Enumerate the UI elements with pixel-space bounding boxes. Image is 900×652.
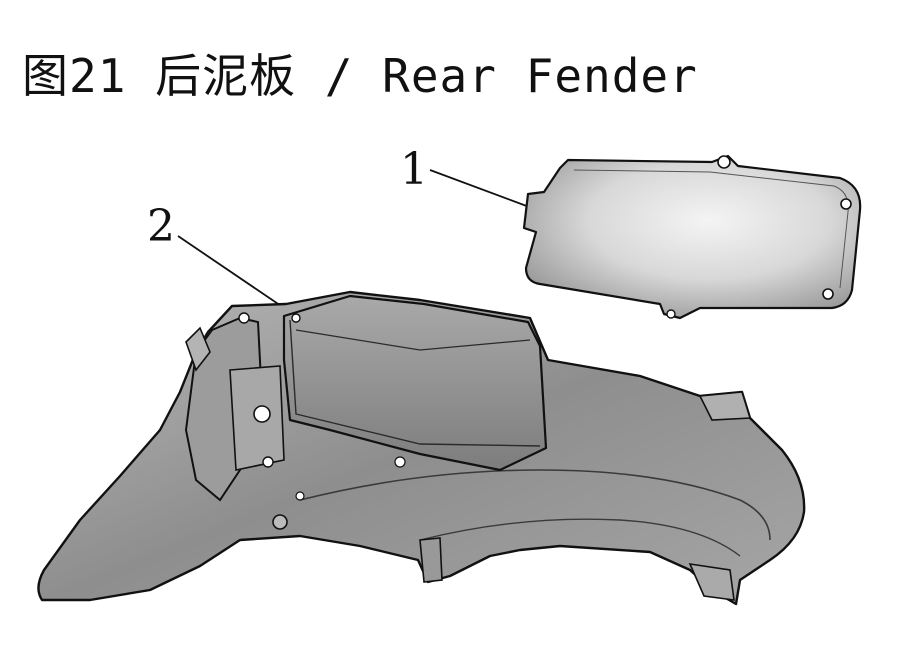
part-1-cover-plate: [522, 154, 862, 320]
mounting-hole: [822, 288, 834, 300]
mounting-hole: [840, 198, 852, 210]
mounting-hole: [272, 514, 288, 530]
mounting-hole: [238, 312, 250, 324]
callout-number-1: 1: [400, 144, 428, 195]
figure-title: 图21 后泥板 / Rear Fender: [22, 49, 698, 103]
mounting-hole: [253, 405, 271, 423]
callout-number-2: 2: [147, 201, 175, 252]
part-2-rear-fender: [37, 290, 806, 606]
mounting-hole: [291, 313, 301, 323]
leader-line-2: [177, 235, 291, 313]
mounting-hole: [295, 491, 305, 501]
mounting-hole: [717, 155, 731, 169]
mounting-hole: [262, 456, 274, 468]
mounting-hole: [666, 309, 676, 319]
leader-line-1: [429, 169, 533, 209]
mounting-hole: [394, 456, 406, 468]
